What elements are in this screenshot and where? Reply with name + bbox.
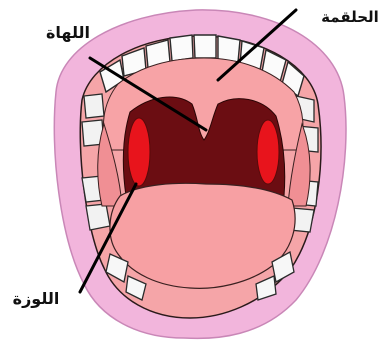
uvula-label: اللهاة [46, 23, 90, 42]
left-tonsil [128, 118, 150, 186]
palate-label: الحلقمة [321, 8, 379, 26]
tonsil-label: اللوزة [13, 289, 60, 308]
right-tonsil [257, 120, 279, 184]
